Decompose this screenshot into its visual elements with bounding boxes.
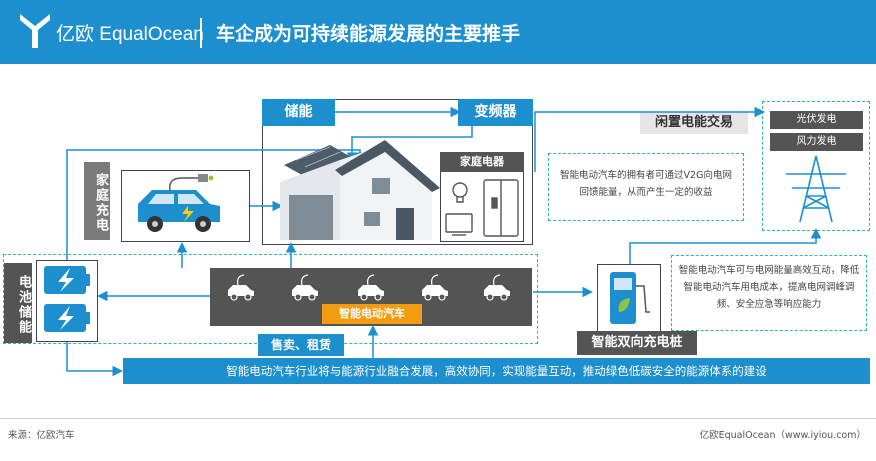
footer-source: 来源：亿欧汽车 [8,430,75,441]
wind-label: 风力发电 [770,133,863,151]
appliance-icons [445,179,519,237]
header-bar: 亿欧 EqualOcean 车企成为可持续能源发展的主要推手 [0,0,876,64]
brand-name: 亿欧 EqualOcean [56,24,204,45]
page-title: 车企成为可持续能源发展的主要推手 [216,23,521,45]
charging-pile-label: 智能双向充电桩 [577,331,697,355]
charging-pile-icon [610,272,650,324]
footer-divider [0,418,876,419]
battery-storage-label: 电池储能 [4,263,32,343]
footer-credit: 亿欧EqualOcean（www.iyiou.com） [699,430,866,441]
v2g-note: 智能电动汽车的拥有者可通过V2G向电网回馈能量，从而产生一定的收益 [548,153,744,221]
header-divider [200,18,202,48]
power-tower-icon [786,155,846,223]
summary-banner: 智能电动汽车行业将与能源行业融合发展，高效协同，实现能量互动，推动绿色低碳安全的… [123,358,870,384]
storage-label: 储能 [262,99,335,126]
appliances-label: 家庭电器 [440,152,524,172]
idle-trading-label: 闲置电能交易 [640,112,748,134]
battery-icons [44,266,90,332]
inverter-label: 变频器 [458,99,533,126]
fleet-car-icons [228,274,510,301]
interaction-note: 智能电动汽车可与电网能量高效互动，降低智能电动汽车用电成本，提高电网调峰调频、安… [671,255,867,331]
sales-rental-label: 售卖、租赁 [258,334,344,356]
home-car-icon [138,174,220,232]
house-icon [280,140,440,240]
home-charging-label: 家庭充电 [84,162,110,240]
connector-arrows [66,106,822,377]
solar-label: 光伏发电 [770,111,863,129]
smart-car-label: 智能电动汽车 [322,304,422,324]
equalocean-logo-icon [20,14,50,48]
